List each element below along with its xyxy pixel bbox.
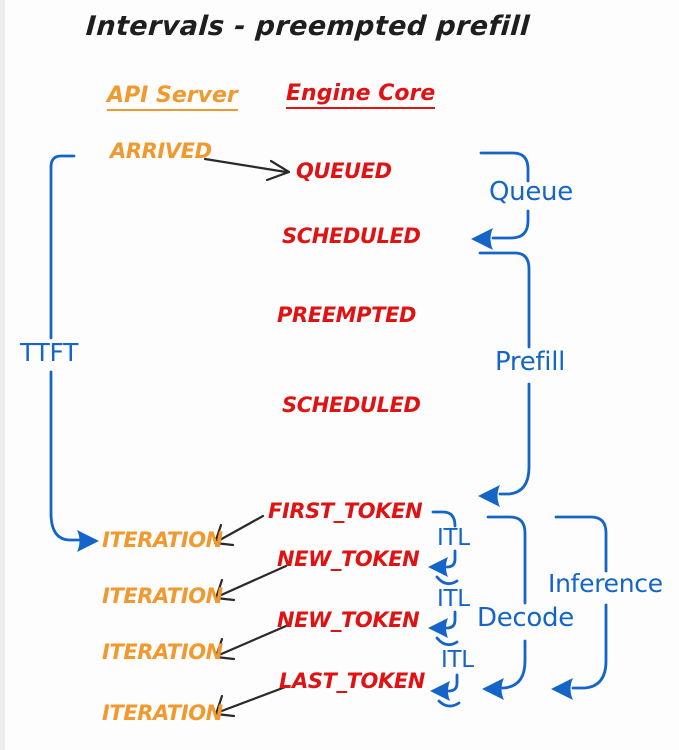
decode-bracket-line: [486, 515, 527, 690]
event-first-token: FIRST_TOKEN: [268, 499, 423, 523]
diagram-title: Intervals - preempted prefill: [84, 11, 531, 42]
itl-arrowhead-3: [430, 681, 450, 701]
event-iteration-4: ITERATION: [102, 701, 223, 725]
arrow-arrived-to-queued: [203, 157, 291, 182]
queue-arrowhead: [471, 228, 493, 250]
screen-edge: [0, 0, 5, 750]
event-arrived: ARRIVED: [110, 139, 212, 163]
itl-hook-1-line: [445, 549, 457, 569]
itl-hook-3-line: [447, 673, 459, 693]
itl-bracket-corner: [431, 510, 457, 528]
event-preempted: PREEMPTED: [277, 303, 417, 327]
queue-bracket-line: [479, 151, 530, 240]
column-header-engine-core: Engine Core: [286, 83, 436, 109]
itl-hook-3-swoosh: [437, 699, 461, 708]
interval-queue-label: Queue: [489, 177, 573, 207]
event-new-token-1: NEW_TOKEN: [277, 547, 420, 571]
event-scheduled-1: SCHEDULED: [282, 224, 421, 248]
itl-hook-2-swoosh: [435, 636, 459, 647]
interval-itl-2-label: ITL: [437, 586, 470, 612]
itl-hook-1-swoosh: [435, 575, 459, 586]
prefill-arrowhead: [478, 485, 500, 507]
event-scheduled-2: SCHEDULED: [282, 393, 421, 417]
arrow-last-token-to-iteration: [214, 684, 290, 718]
event-last-token: LAST_TOKEN: [279, 669, 425, 693]
prefill-bracket-line: [478, 251, 531, 496]
event-queued: QUEUED: [296, 159, 392, 183]
ttft-arrowhead: [77, 530, 99, 552]
event-new-token-2: NEW_TOKEN: [277, 608, 420, 632]
arrow-new-token-2-to-iteration: [214, 624, 288, 661]
column-header-api-server: API Server: [107, 85, 238, 111]
inference-bracket-line: [554, 515, 608, 690]
interval-itl-1-label: ITL: [437, 525, 470, 551]
itl-arrowhead-2: [428, 618, 448, 638]
arrow-first-token-to-iteration: [213, 514, 265, 547]
event-iteration-1: ITERATION: [102, 528, 223, 552]
itl-arrowhead-1: [428, 557, 448, 577]
decode-arrowhead: [482, 678, 504, 700]
arrow-new-token-1-to-iteration: [214, 564, 288, 602]
inference-arrowhead: [551, 678, 573, 700]
interval-inference-label: Inference: [548, 569, 663, 598]
event-iteration-3: ITERATION: [102, 640, 223, 664]
interval-ttft-label: TTFT: [20, 338, 79, 367]
event-iteration-2: ITERATION: [102, 584, 223, 608]
interval-decode-label: Decode: [477, 603, 574, 633]
interval-prefill-label: Prefill: [495, 347, 566, 377]
interval-itl-3-label: ITL: [441, 647, 474, 673]
itl-hook-2-line: [445, 610, 457, 630]
ttft-bracket-line: [49, 154, 82, 542]
